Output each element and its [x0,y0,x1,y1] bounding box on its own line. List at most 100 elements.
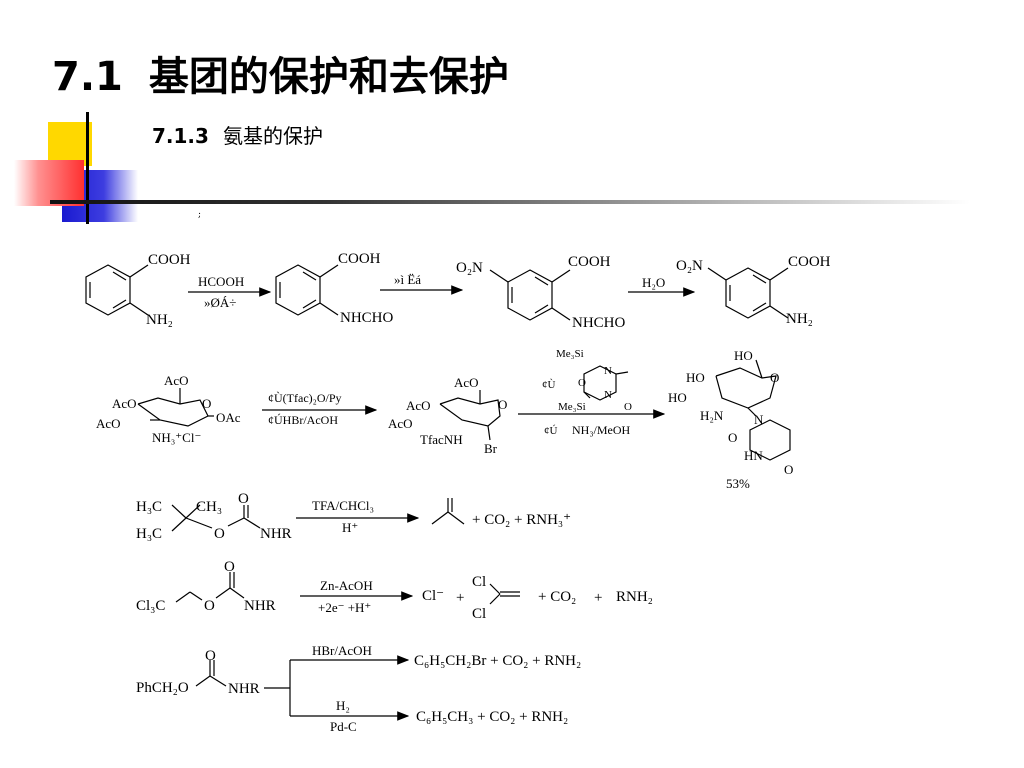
r2-aco-5: AcO [406,398,431,413]
r3-o-2: O [214,526,225,542]
r2-o-6: O [728,430,737,445]
r2-step1: ¢Ù [542,379,556,391]
r5-reagent-top-2: H₂ [336,698,350,713]
r1-nh2-1: NH₂ [146,312,173,328]
r3-h3c-1: H₃C [136,499,162,515]
deco-vertical-line [86,112,89,224]
r2-aco-6: AcO [388,416,413,431]
r1-nhcho-2: NHCHO [572,315,626,331]
r4-rnh2: RNH₂ [616,589,653,605]
r5-o: O [205,648,216,664]
deco-yellow-block [48,122,92,166]
r3-h3c-2: H₃C [136,526,162,542]
r5-reagent-top-1: HBr/AcOH [312,643,372,658]
r2-ho-1: HO [734,348,753,363]
r3-reagent-bottom: H⁺ [342,520,358,535]
page-title-text: 基团的保护和去保护 [148,54,509,100]
r2-o-1: O [202,396,211,411]
r4-cl-ion: Cl⁻ [422,588,444,604]
r4-reagent-bottom: +2e⁻ +H⁺ [318,600,371,615]
r5-phch2o: PhCH₂O [136,680,189,696]
r2-yield: 53% [726,476,750,491]
dichloroethylene [489,583,520,605]
r4-cl-1: Cl [472,574,486,590]
r5-nhr: NHR [228,681,260,697]
r2-aco-4: AcO [454,375,479,390]
r2-h2n: H₂N [700,408,724,423]
r2-n-1: N [604,365,612,377]
r4-o-1: O [224,559,235,575]
r2-nh3cl: NH₃⁺Cl⁻ [152,430,201,445]
troc-structure [175,572,245,603]
r2-aco-3: AcO [96,416,121,431]
r3-o-1: O [238,491,249,507]
section-title-text: 氨基的保护 [222,124,323,148]
r1-cooh-1: COOH [148,252,191,268]
r4-reagent-top: Zn-AcOH [320,578,373,593]
r1-reagent-bottom: »ØÁ÷ [204,295,236,310]
r1-step3-reagent: H₂O [642,275,665,290]
r5-product-1: C₆H₅CH₂Br + CO₂ + RNH₂ [414,653,581,669]
r3-ch3: CH₃ [196,499,222,515]
r4-nhr: NHR [244,598,276,614]
r4-o-2: O [204,598,215,614]
r1-o2n-2: O₂N [676,258,703,274]
r2-aco-1: AcO [164,373,189,388]
sugar-ring-1 [137,388,214,427]
r2-step2: ¢Ú [544,425,558,437]
page-title-number: 7.1 [52,54,123,100]
r2-oac: OAc [216,410,241,425]
isobutylene [431,498,465,525]
r3-reagent-top: TFA/CHCl₃ [312,498,374,513]
branch-arrows [264,655,410,721]
silyl-uracil [583,365,629,401]
r2-aco-2: AcO [112,396,137,411]
r2-n-2: N [604,389,612,401]
small-mark: ; [198,210,202,220]
r2-o-2: O [498,397,507,412]
r1-o2n-1: O₂N [456,260,483,276]
r1-nhcho-1: NHCHO [340,310,394,326]
r2-tfacnh: TfacNH [420,432,463,447]
r3-nhr: NHR [260,526,292,542]
r4-cl3c: Cl₃C [136,598,165,614]
r4-co2: + CO₂ [538,589,576,605]
r2-br: Br [484,441,498,456]
r1-cooh-3: COOH [568,254,611,270]
r1-cooh-4: COOH [788,254,831,270]
r1-reagent-top: HCOOH [198,274,244,289]
r1-step2-reagent: »ì Ëá [394,272,421,287]
r2-ho-3: HO [668,390,687,405]
section-subtitle: 7.1.3 氨基的保护 [152,120,323,149]
r2-o-5: O [770,370,779,385]
r2-ho-2: HO [686,370,705,385]
boc-structure [171,504,261,532]
r2-nh3meoh: NH₃/MeOH [572,423,631,437]
benzene-ring-3 [489,269,571,321]
r4-plus-2: + [594,590,602,606]
section-number: 7.1.3 [152,124,209,148]
r3-products: + CO₂ + RNH₃⁺ [472,512,571,528]
r2-o-3: O [578,377,586,389]
benzene-ring-1 [85,264,149,316]
r5-reagent-bottom-2: Pd-C [330,719,357,734]
benzene-ring-2 [275,264,339,316]
r2-hn: HN [744,448,763,463]
r4-cl-2: Cl [472,606,486,622]
r2-reagent-2: ¢ÚHBr/AcOH [268,413,338,427]
r2-n-3: N [754,412,764,427]
nucleoside-product [715,359,791,461]
r2-o-7: O [784,462,793,477]
deco-horizontal-line [50,200,970,204]
r2-me3si-2: Me₃Si [558,401,586,413]
r2-o-4: O [624,401,632,413]
r2-reagent-1: ¢Ù(Tfac)₂O/Py [268,391,342,405]
r1-nh2-2: NH₂ [786,311,813,327]
sugar-ring-2 [439,390,501,441]
r4-plus: + [456,590,464,606]
page-title: 7.1 基团的保护和去保护 [52,44,509,102]
r1-cooh-2: COOH [338,251,381,267]
benzene-ring-4 [707,267,789,319]
r5-product-2: C₆H₅CH₃ + CO₂ + RNH₂ [416,709,568,725]
